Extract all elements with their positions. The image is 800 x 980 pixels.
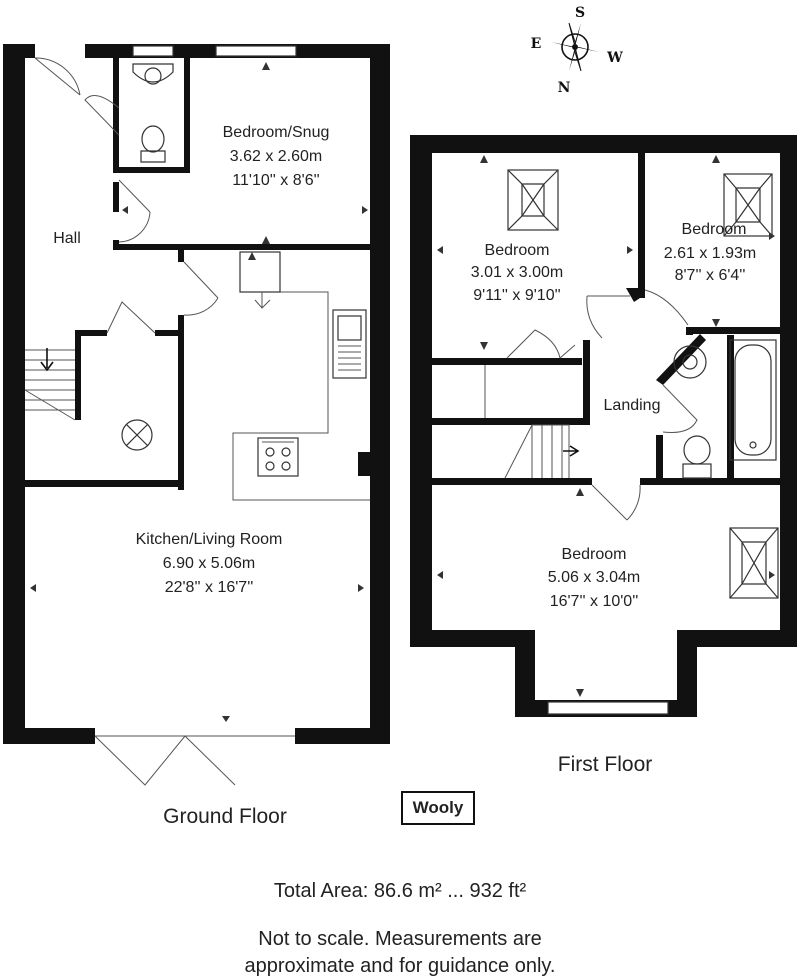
- landing-name: Landing: [604, 397, 661, 414]
- disclaimer: Not to scale. Measurements are approxima…: [0, 926, 800, 980]
- first-floor-label: First Floor: [558, 753, 653, 776]
- first-floor-plan: [410, 135, 797, 717]
- bedroom-3-imperial: 16'7'' x 10'0'': [550, 593, 639, 610]
- bedroom-3-name: Bedroom: [562, 546, 627, 563]
- compass-e-label: E: [531, 36, 542, 52]
- bedroom-1-name: Bedroom: [485, 242, 550, 259]
- ground-floor-plan: [3, 44, 390, 786]
- total-area: Total Area: 86.6 m² ... 932 ft²: [273, 880, 527, 902]
- bedroom-snug-name: Bedroom/Snug: [223, 124, 330, 141]
- disclaimer-line-2: approximate and for guidance only.: [244, 955, 556, 977]
- bedroom-2-imperial: 8'7'' x 6'4'': [675, 267, 746, 284]
- bedroom-2-metric: 2.61 x 1.93m: [664, 245, 757, 262]
- compass-w-label: W: [606, 50, 623, 66]
- compass-rose: [551, 22, 599, 72]
- bedroom-snug-metric: 3.62 x 2.60m: [230, 148, 323, 165]
- bedroom-1-metric: 3.01 x 3.00m: [471, 264, 564, 281]
- compass-s-label: S: [575, 5, 585, 21]
- bedroom-snug-imperial: 11'10'' x 8'6'': [232, 172, 319, 189]
- brand-logo: Wooly: [401, 791, 475, 825]
- hall-name: Hall: [53, 230, 81, 247]
- bedroom-2-name: Bedroom: [682, 221, 747, 238]
- bedroom-1-imperial: 9'11'' x 9'10'': [473, 287, 560, 304]
- bedroom-3-metric: 5.06 x 3.04m: [548, 569, 641, 586]
- compass-n-label: N: [558, 80, 571, 96]
- kitchen-living-metric: 6.90 x 5.06m: [163, 555, 256, 572]
- ground-floor-label: Ground Floor: [163, 805, 287, 828]
- kitchen-living-name: Kitchen/Living Room: [136, 531, 283, 548]
- kitchen-living-imperial: 22'8'' x 16'7'': [165, 579, 254, 596]
- disclaimer-line-1: Not to scale. Measurements are: [258, 928, 542, 950]
